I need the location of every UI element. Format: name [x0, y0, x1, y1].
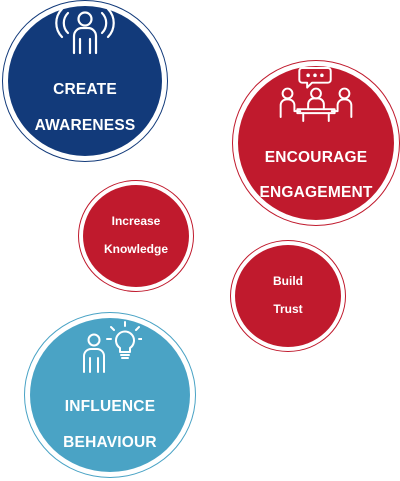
awareness-label-line2: AWARENESS — [34, 116, 136, 134]
behaviour-label-line1: INFLUENCE — [64, 398, 156, 416]
knowledge-label-line1: Increase — [111, 214, 161, 229]
knowledge-label-line2: Knowledge — [103, 241, 168, 256]
trust-circle: Build Trust — [235, 245, 341, 347]
engagement-circle: ENCOURAGE ENGAGEMENT — [238, 66, 394, 220]
engagement-label-line2: ENGAGEMENT — [259, 184, 373, 202]
engagement-label-line1: ENCOURAGE — [264, 148, 368, 166]
behaviour-circle: INFLUENCE BEHAVIOUR — [30, 318, 190, 472]
awareness-circle: CREATE AWARENESS — [8, 6, 162, 156]
meeting-group-icon — [279, 66, 353, 122]
behaviour-label-line2: BEHAVIOUR — [63, 433, 157, 451]
person-idea-icon — [83, 321, 142, 374]
person-broadcast-icon — [55, 9, 115, 55]
trust-label-line1: Build — [273, 274, 303, 289]
awareness-label-line1: CREATE — [53, 81, 117, 99]
trust-label-line2: Trust — [273, 301, 303, 316]
knowledge-circle: Increase Knowledge — [83, 185, 189, 287]
